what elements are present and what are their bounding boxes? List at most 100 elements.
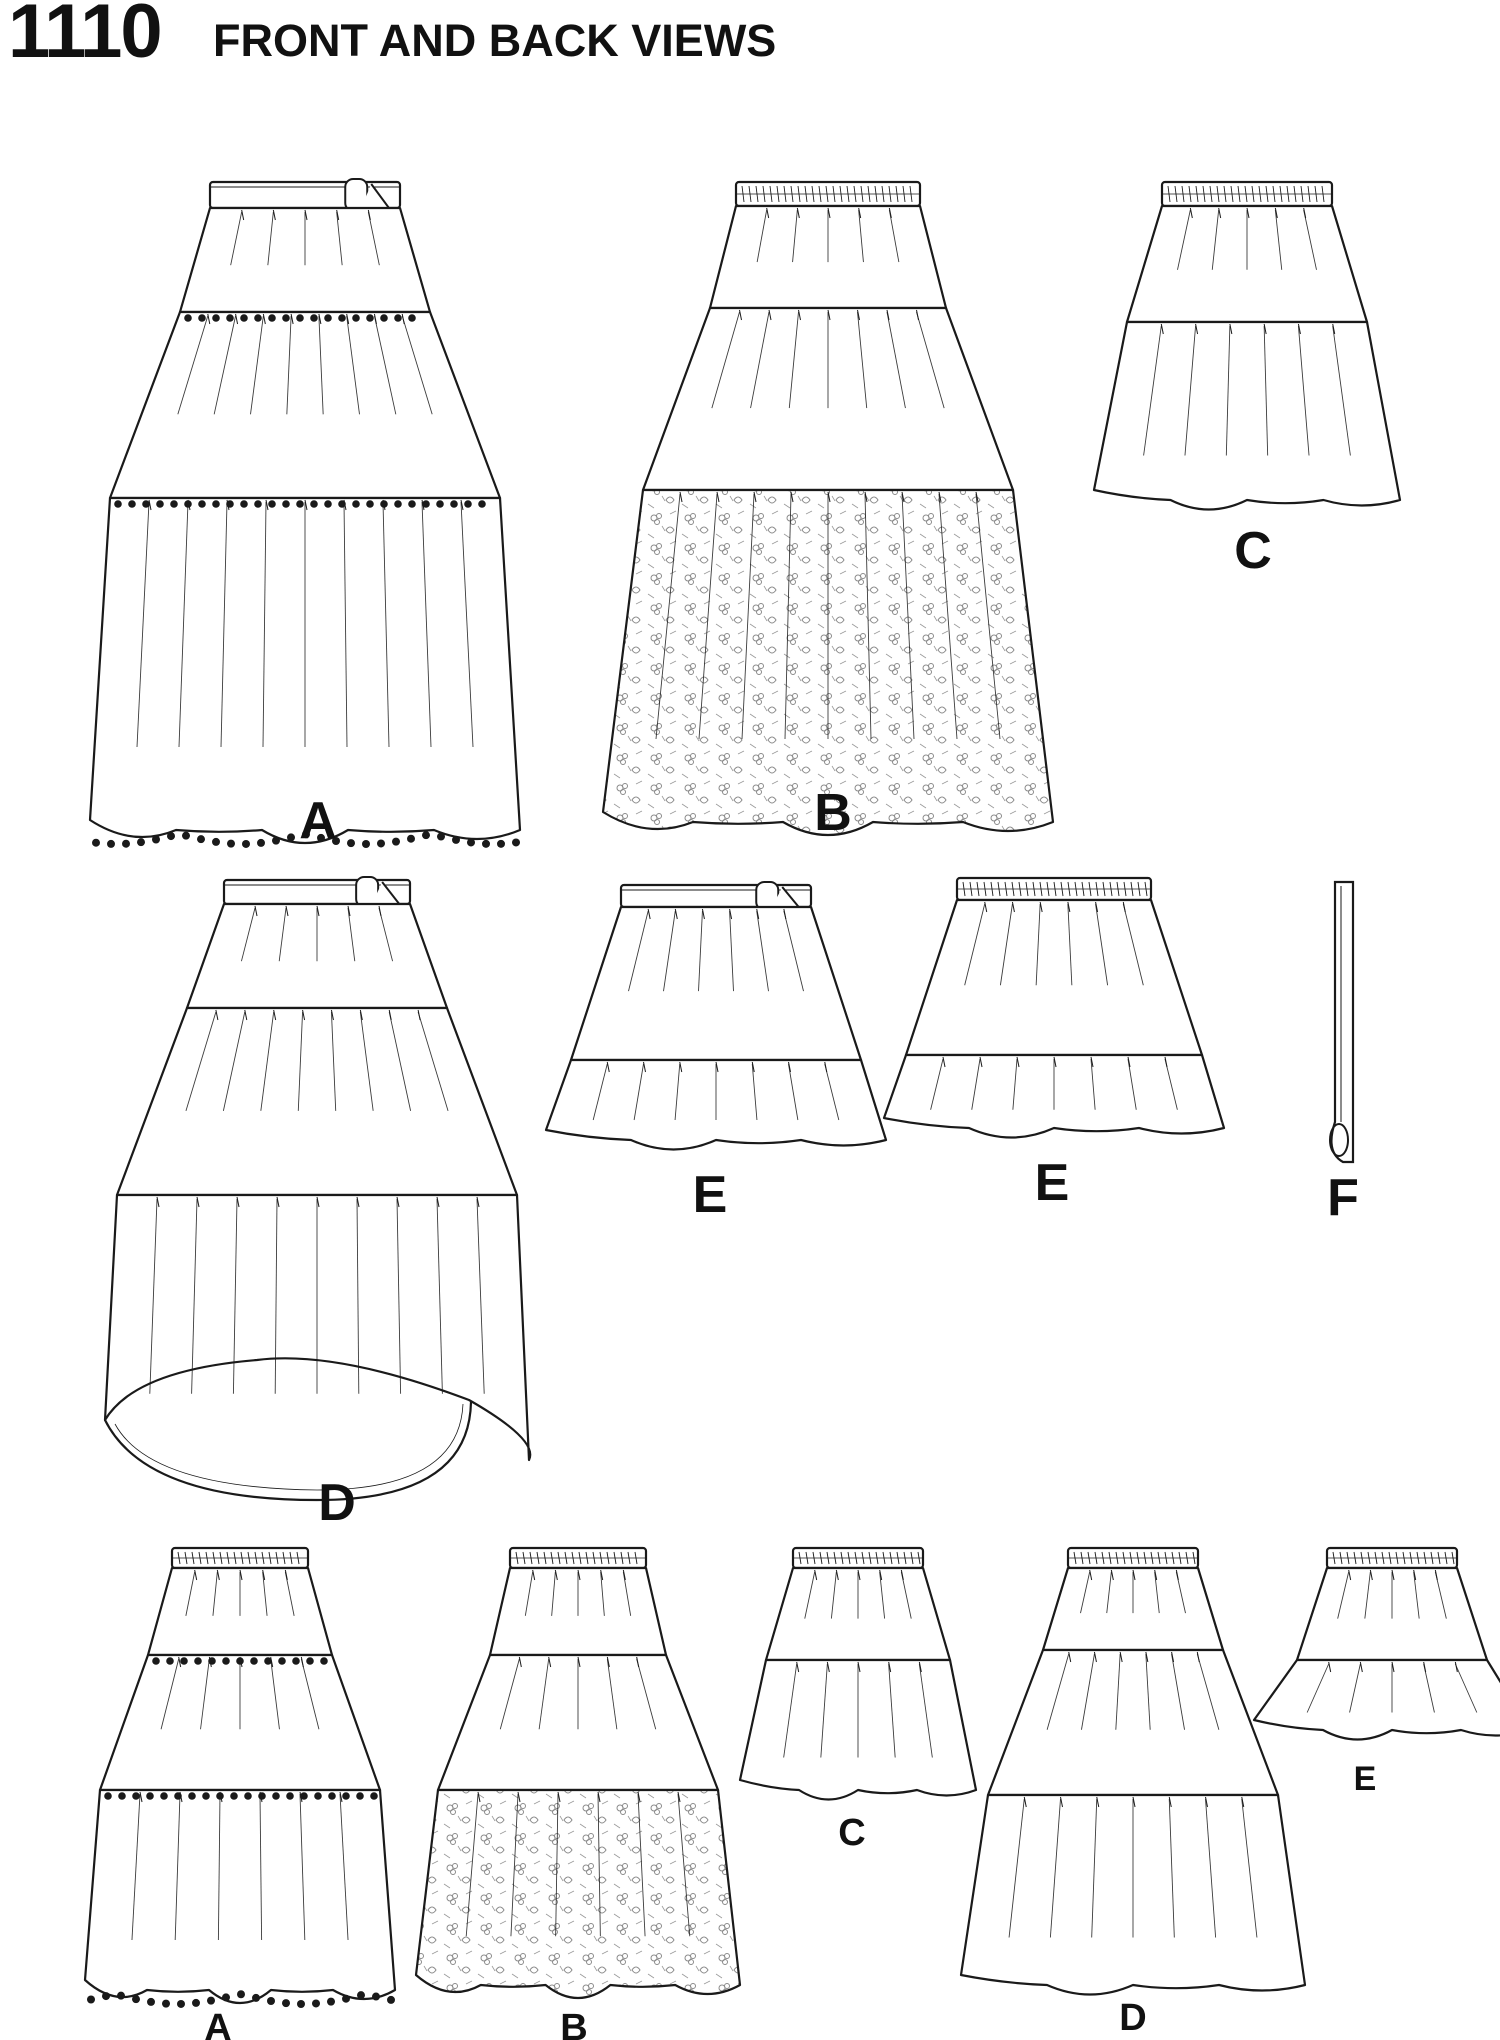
gather-line [240, 907, 256, 962]
pompom-trim [264, 1657, 272, 1665]
gather-tick [984, 901, 988, 913]
gather-line [1049, 1798, 1061, 1938]
pompom-trim [132, 1792, 140, 1800]
gather-line [177, 315, 209, 415]
pompom-trim [212, 500, 220, 508]
gather-line [178, 501, 189, 748]
gather-tick [824, 1061, 828, 1073]
pompom-trim [328, 1792, 336, 1800]
gather-tick [460, 499, 464, 511]
gather-line [200, 1658, 210, 1730]
pompom-trim [162, 1999, 170, 2008]
gather-line [191, 1198, 198, 1394]
skirt-view-front-e-belt: E [544, 881, 888, 1224]
pompom-trim [497, 839, 505, 848]
gather-tick [272, 209, 276, 221]
pompom-trim [147, 1997, 155, 2006]
gather-line [367, 211, 380, 266]
pompom-trim [357, 1991, 365, 2000]
pompom-trim [387, 1995, 395, 2004]
gather-tick [265, 499, 269, 511]
gather-tick [284, 1569, 288, 1581]
gather-line [222, 1011, 246, 1111]
gather-tick [148, 499, 152, 511]
gather-line [788, 311, 799, 409]
pompom-trim [310, 314, 318, 322]
gather-tick [674, 908, 678, 920]
gather-line [1177, 209, 1191, 270]
pompom-trim [338, 314, 346, 322]
gather-line [401, 315, 433, 415]
gather-tick [304, 209, 308, 221]
pompom-trim [436, 500, 444, 508]
gather-line [356, 1198, 360, 1394]
gather-line [262, 501, 267, 748]
gather-line [1154, 1571, 1160, 1614]
gather-line [378, 907, 394, 962]
pompom-trim [254, 500, 262, 508]
gather-line [220, 501, 228, 748]
gather-line [711, 311, 740, 409]
skirt-view-front-b: B [601, 180, 1055, 842]
gather-tick [276, 1196, 280, 1208]
pompom-trim [327, 1997, 335, 2006]
gather-tick [1011, 901, 1015, 913]
gather-tick [888, 207, 892, 219]
gather-line [751, 1063, 758, 1121]
gather-line [388, 1011, 412, 1111]
gather-tick [373, 313, 377, 325]
gather-line [820, 1663, 828, 1758]
gather-tick [1391, 1661, 1395, 1673]
pompom-trim [377, 839, 385, 848]
gather-tick [1016, 1056, 1020, 1068]
pompom-trim [117, 1991, 125, 2000]
gather-line [1168, 1798, 1175, 1938]
gather-line [1241, 1798, 1258, 1938]
gather-tick [790, 491, 794, 503]
gather-tick [729, 908, 733, 920]
gather-tick [1246, 207, 1250, 219]
gather-line [460, 501, 474, 748]
gather-tick [577, 1569, 581, 1581]
pompom-trim [372, 1992, 380, 2001]
pompom-trim [122, 839, 130, 848]
view-label-front-b: B [814, 784, 852, 842]
pompom-trim [278, 1657, 286, 1665]
gather-tick [636, 1656, 640, 1668]
gather-line [1095, 903, 1109, 986]
pompom-trim [184, 500, 192, 508]
pompom-trim [192, 1998, 200, 2007]
pompom-trim [512, 838, 520, 847]
gather-line [1090, 1058, 1096, 1110]
pompom-trim [437, 832, 445, 841]
pompom-trim [380, 500, 388, 508]
skirt-tier [115, 1006, 519, 1197]
gather-line [1012, 1058, 1018, 1110]
gather-line [901, 493, 915, 740]
gather-line [339, 1793, 349, 1941]
gather-line [538, 1658, 550, 1730]
pompom-trim [102, 1992, 110, 2001]
pompom-trim [177, 1999, 185, 2008]
gather-tick [554, 1569, 558, 1581]
gather-line [510, 1793, 519, 1937]
gather-tick [1218, 207, 1222, 219]
pompom-trim [310, 500, 318, 508]
gather-tick [388, 1009, 392, 1021]
skirt-tier [1252, 1658, 1500, 1741]
gather-tick [347, 905, 351, 917]
gather-tick [359, 1009, 363, 1021]
pompom-trim [482, 839, 490, 848]
gather-tick [715, 1061, 719, 1073]
gather-tick [216, 1569, 220, 1581]
gather-line [750, 311, 770, 409]
pompom-trim [240, 500, 248, 508]
pompom-trim [240, 314, 248, 322]
gather-line [1145, 1653, 1151, 1730]
gather-line [637, 1793, 646, 1937]
skirt-tier [1092, 320, 1402, 511]
gather-tick [753, 491, 757, 503]
view-label-back-a: A [204, 2007, 231, 2040]
gather-line [1297, 325, 1310, 456]
pompom-trim [332, 836, 340, 845]
